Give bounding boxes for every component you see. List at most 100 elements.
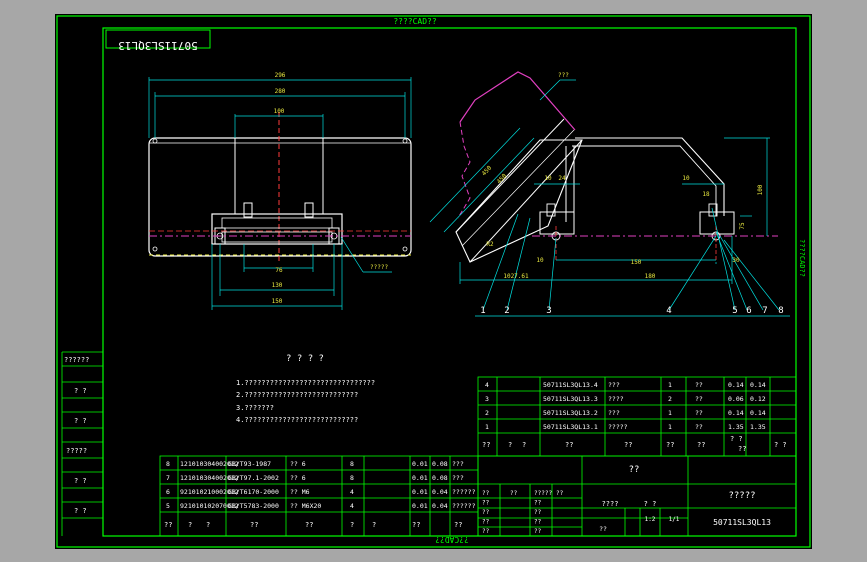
title-sign-cell: ?? xyxy=(534,528,542,535)
side-dim-6: 100 xyxy=(757,184,764,195)
balloon-3: 3 xyxy=(546,306,551,316)
side-view-callout: ??? xyxy=(558,72,569,79)
front-dim-block: 100 xyxy=(274,108,285,115)
rp-header-0: ?? xyxy=(482,441,490,449)
left-parts-cell: 0.01 xyxy=(412,502,428,510)
rp-header-5: ?? xyxy=(666,441,674,449)
title-block-material: ????? xyxy=(728,491,755,501)
left-parts-cell: 8 xyxy=(350,460,354,468)
title-sign-cell: ?? xyxy=(510,490,518,497)
rp-header-4: ?? xyxy=(624,441,632,449)
title-sign-cell: ?? xyxy=(482,519,490,526)
lp-header-8: ?? xyxy=(454,521,462,529)
right-parts-cell: 2 xyxy=(668,395,672,403)
right-parts-cell: 1 xyxy=(485,423,489,431)
left-parts-cell: 121010304002012 xyxy=(180,474,239,482)
side-col-1: ?????? xyxy=(64,356,89,364)
lp-header-5: ? xyxy=(350,521,354,529)
left-parts-cell: GB/T6170-2000 xyxy=(228,488,279,496)
right-parts-cell: 0.14 xyxy=(750,381,766,389)
right-parts-cell: 1.35 xyxy=(750,423,766,431)
left-parts-cell: 6 xyxy=(166,488,170,496)
title-block-code: 50711SL3QL13 xyxy=(713,518,771,527)
title-sign-cell: ?? xyxy=(482,500,490,507)
left-parts-cell: 8 xyxy=(350,474,354,482)
right-parts-cell: 1.35 xyxy=(728,423,744,431)
left-parts-cell: ?????? xyxy=(452,488,476,496)
note-3: 3.??????? xyxy=(236,404,274,412)
title-sign-cell: ?? xyxy=(482,509,490,516)
front-dim-hole-span: 280 xyxy=(275,88,286,95)
lp-header-0: ?? xyxy=(164,521,172,529)
right-parts-cell: 50711SL3QL13.4 xyxy=(543,381,598,389)
side-dim-12: 180 xyxy=(645,273,656,280)
side-dim-4: 24 xyxy=(558,175,566,182)
balloon-5: 5 xyxy=(732,306,737,316)
left-parts-cell: 5 xyxy=(166,502,170,510)
balloon-8: 8 xyxy=(778,306,783,316)
left-parts-cell: 7 xyxy=(166,474,170,482)
title-block-extra: ? ? xyxy=(644,500,657,508)
side-dim-13: R2 xyxy=(486,241,494,248)
side-col-4: ????? xyxy=(66,447,87,455)
left-parts-cell: 0.01 xyxy=(412,488,428,496)
left-parts-cell: GB/T93-1987 xyxy=(228,460,271,468)
lp-header-2: ? xyxy=(206,521,210,529)
drawing-code-text: 50711SL3QL13 xyxy=(118,39,197,52)
lp-header-1: ? xyxy=(188,521,192,529)
side-dim-10: 10 xyxy=(536,257,544,264)
title-block-sheet: 1/1 xyxy=(669,516,680,523)
note-2: 2.??????????????????????????? xyxy=(236,391,358,399)
title-block-scale: 1:2 xyxy=(645,516,656,523)
side-dim-3: 10 xyxy=(544,175,552,182)
left-parts-cell: 0.04 xyxy=(432,502,448,510)
left-parts-cell: ?? 6 xyxy=(290,474,306,482)
right-parts-cell: 0.14 xyxy=(728,409,744,417)
title-sign-cell: ?? xyxy=(482,528,490,535)
title-sign-cell: ?? xyxy=(556,490,564,497)
rp-header-2: ? xyxy=(522,441,526,449)
left-parts-cell: GB/T97.1-2002 xyxy=(228,474,279,482)
title-sign-cell: ?? xyxy=(482,490,490,497)
left-parts-cell: 0.08 xyxy=(432,460,448,468)
rp-header-7: ? ? xyxy=(730,435,743,443)
side-dim-11: 150 xyxy=(631,259,642,266)
note-4: 4.??????????????????????????? xyxy=(236,416,358,424)
left-parts-cell: 0.01 xyxy=(412,460,428,468)
rp-header-6: ?? xyxy=(697,441,705,449)
right-parts-cell: ???? xyxy=(608,395,624,403)
lp-header-6: ? xyxy=(372,521,376,529)
left-parts-cell: ??? xyxy=(452,474,464,482)
right-parts-cell: 4 xyxy=(485,381,489,389)
rp-header-3: ?? xyxy=(565,441,573,449)
frame-top-label: ????CAD?? xyxy=(393,17,437,26)
rp-header-9: ? ? xyxy=(774,441,787,449)
side-col-6: ? ? xyxy=(74,507,87,515)
balloon-2: 2 xyxy=(504,306,509,316)
drawing-sheet xyxy=(55,14,812,549)
note-1: 1.??????????????????????????????? xyxy=(236,379,375,387)
notes-title: ? ? ? ? xyxy=(286,354,324,364)
rp-header-8: ?? xyxy=(738,445,746,453)
front-dim-bracket: 150 xyxy=(272,298,283,305)
right-parts-cell: ?? xyxy=(695,409,703,417)
left-parts-cell: 121010304002012 xyxy=(180,460,239,468)
right-parts-cell: 1 xyxy=(668,409,672,417)
front-view: 296 280 100 76 130 150 ????? xyxy=(148,72,412,310)
left-parts-cell: ?????? xyxy=(452,502,476,510)
title-block-stage: ???? xyxy=(602,500,619,508)
balloon-4: 4 xyxy=(666,306,671,316)
left-side-column xyxy=(61,351,103,536)
title-sign-cell: ?? xyxy=(534,500,542,507)
right-parts-cell: 0.12 xyxy=(750,395,766,403)
left-parts-cell: ?? 6 xyxy=(290,460,306,468)
right-parts-cell: 0.06 xyxy=(728,395,744,403)
right-parts-cell: 50711SL3QL13.2 xyxy=(543,409,598,417)
frame-right-label: ????CAD?? xyxy=(798,239,806,277)
right-parts-cell: ????? xyxy=(608,423,628,431)
right-parts-cell: 1 xyxy=(668,423,672,431)
left-parts-cell: ?? M6 xyxy=(290,488,310,496)
